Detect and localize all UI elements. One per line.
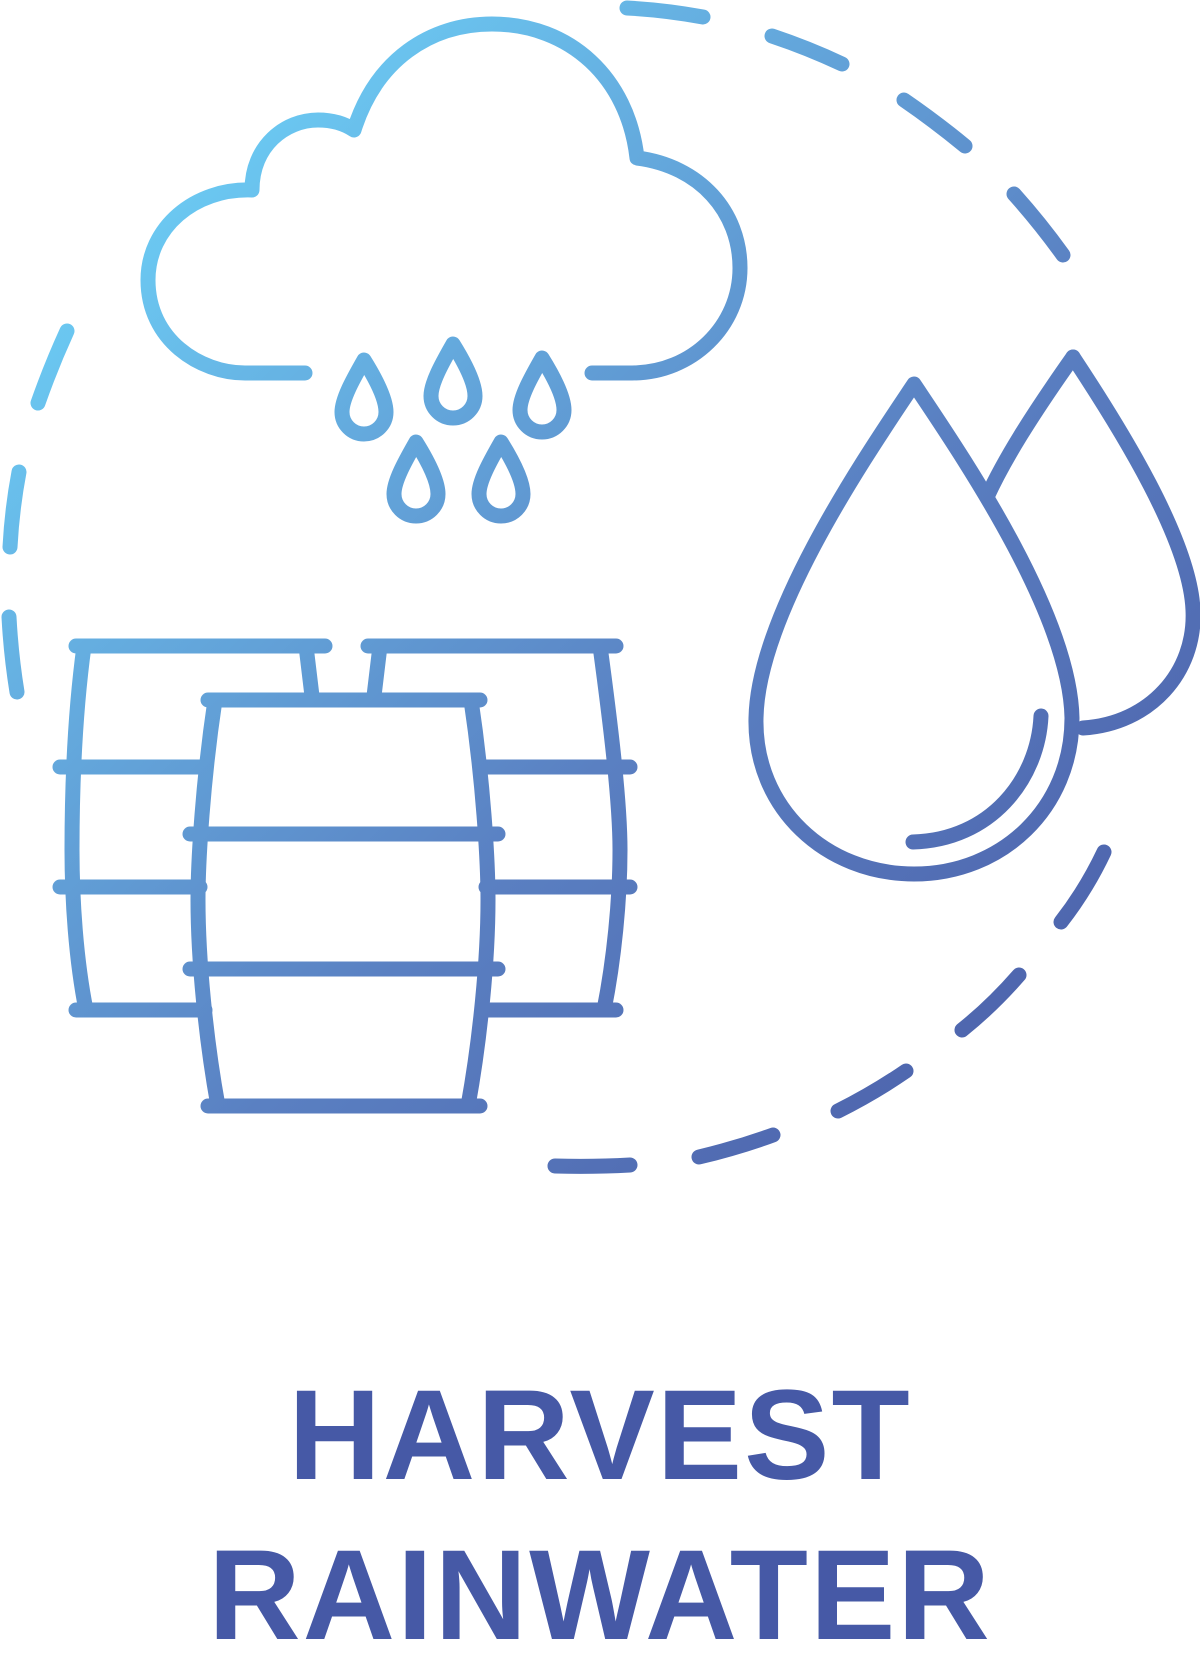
- barrel-icon: [182, 692, 506, 1114]
- raindrop-icon: [334, 336, 572, 524]
- dashed-circle: [1, 0, 1112, 1174]
- cloud-icon: [140, 16, 748, 381]
- caption-line-1: HARVEST: [288, 1364, 912, 1507]
- barrel-icon: [360, 638, 638, 1018]
- barrel-icon: [52, 638, 333, 1018]
- caption-line-2: RAINWATER: [208, 1524, 992, 1667]
- water-drop-icon: [748, 349, 1200, 882]
